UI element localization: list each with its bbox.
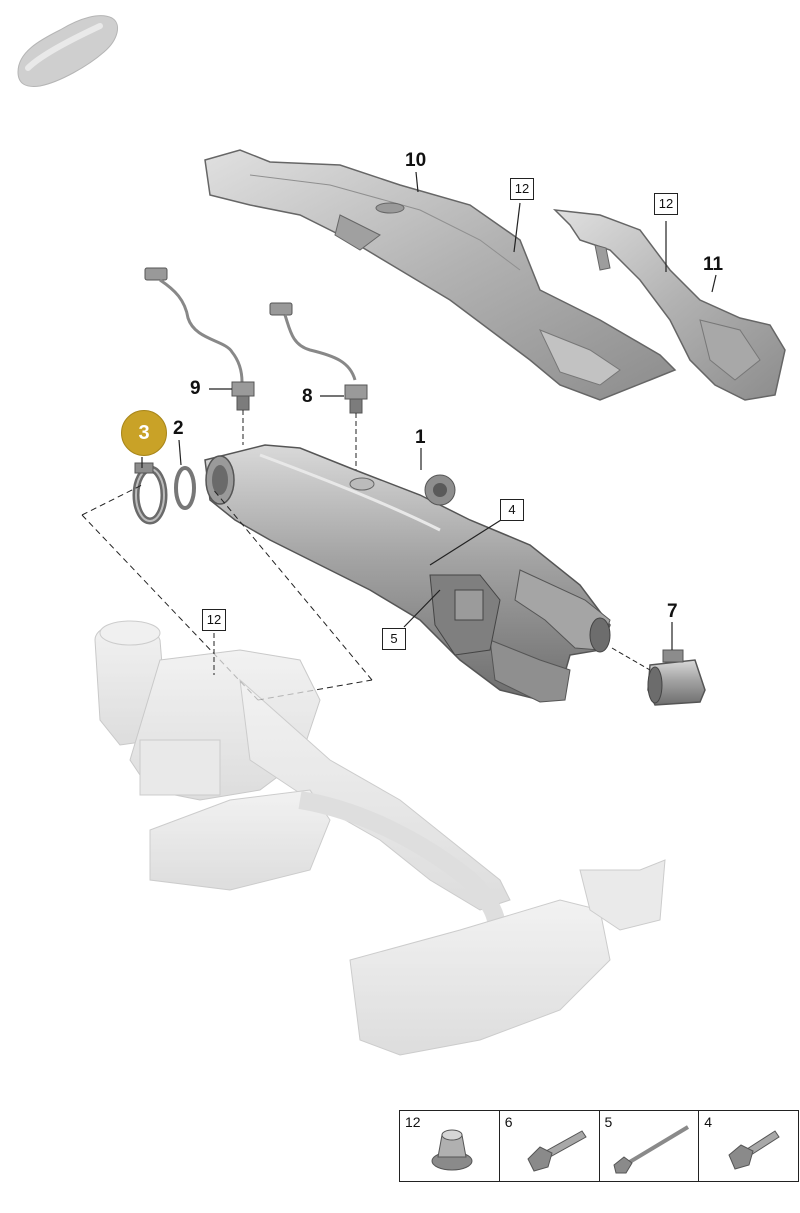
leader-line <box>611 647 651 671</box>
heat-shield-upper <box>204 149 677 401</box>
callout-1[interactable]: 1 <box>415 427 426 448</box>
leader-line <box>403 589 441 628</box>
oxygen-sensor-right <box>269 302 368 414</box>
stud-bolt-icon <box>728 1130 780 1170</box>
legend-item-5[interactable]: 5 <box>600 1111 700 1181</box>
fastener-legend: 12 6 5 4 <box>399 1110 799 1182</box>
leader-line <box>178 439 182 466</box>
callout-8[interactable]: 8 <box>302 386 313 407</box>
hex-bolt-icon <box>527 1130 587 1172</box>
engine-context-ghost <box>94 620 666 1056</box>
boxed-callout-4[interactable]: 4 <box>500 499 524 521</box>
boxed-callout-12-side[interactable]: 12 <box>654 193 678 215</box>
callout-9[interactable]: 9 <box>190 378 201 399</box>
gasket-ring <box>174 466 196 510</box>
vehicle-silhouette-icon <box>17 15 119 87</box>
callout-11[interactable]: 11 <box>703 254 724 275</box>
legend-item-12[interactable]: 12 <box>400 1111 500 1181</box>
legend-item-6[interactable]: 6 <box>500 1111 600 1181</box>
oxygen-sensor-left <box>144 267 255 411</box>
callout-7[interactable]: 7 <box>667 601 678 622</box>
boxed-callout-12-upper[interactable]: 12 <box>510 178 534 200</box>
long-bolt-icon <box>612 1125 689 1174</box>
legend-number: 12 <box>405 1114 421 1130</box>
exhaust-filter-assembly <box>204 444 611 703</box>
leader-line <box>415 171 419 193</box>
exhaust-clamp-sleeve <box>647 649 706 706</box>
leader-line <box>513 202 521 253</box>
v-band-clamp <box>132 462 168 525</box>
flange-nut-icon <box>431 1129 473 1171</box>
heat-shield-side <box>552 209 786 401</box>
boxed-callout-5[interactable]: 5 <box>382 628 406 650</box>
callout-10[interactable]: 10 <box>405 150 427 171</box>
legend-number: 4 <box>704 1114 713 1130</box>
callout-2[interactable]: 2 <box>173 418 184 439</box>
boxed-callout-12-turbo[interactable]: 12 <box>202 609 226 631</box>
legend-item-4[interactable]: 4 <box>699 1111 798 1181</box>
leader-line <box>711 274 717 293</box>
legend-number: 6 <box>504 1114 513 1130</box>
legend-number: 5 <box>604 1114 613 1130</box>
callout-3-highlighted[interactable]: 3 <box>121 410 167 456</box>
leader-line <box>429 519 502 566</box>
